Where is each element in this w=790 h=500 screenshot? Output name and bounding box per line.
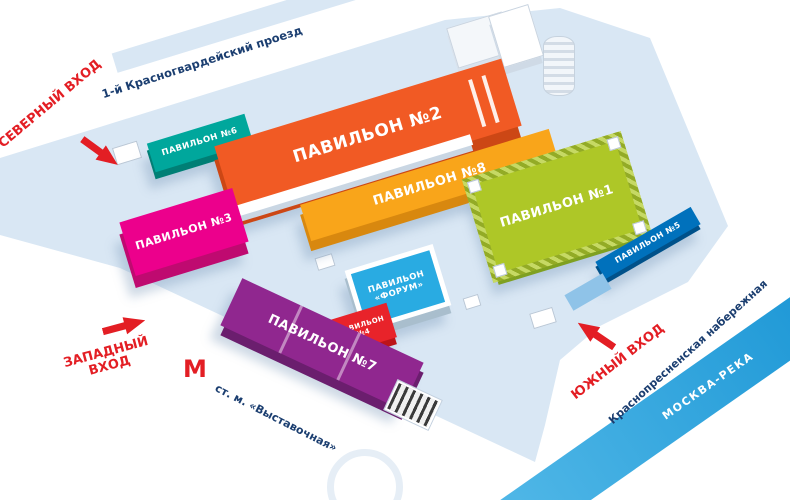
metro-logo: М <box>183 355 207 383</box>
pavilion-1-label: ПАВИЛЬОН №1 <box>498 181 616 231</box>
roof-vent <box>467 78 487 127</box>
pavilion-3-label: ПАВИЛЬОН №3 <box>133 210 234 253</box>
water-tower <box>543 36 575 96</box>
corner-post <box>466 178 482 194</box>
metro-station-label: ст. м. «Выставочная» <box>212 381 340 455</box>
corner-post <box>606 136 622 152</box>
roof-vent <box>481 74 500 123</box>
forum-label: ПАВИЛЬОН «ФОРУМ» <box>366 269 426 305</box>
west-entrance-label: ЗАПАДНЫЙ ВХОД <box>61 333 150 380</box>
roundabout <box>327 449 403 500</box>
corner-post <box>492 262 508 278</box>
